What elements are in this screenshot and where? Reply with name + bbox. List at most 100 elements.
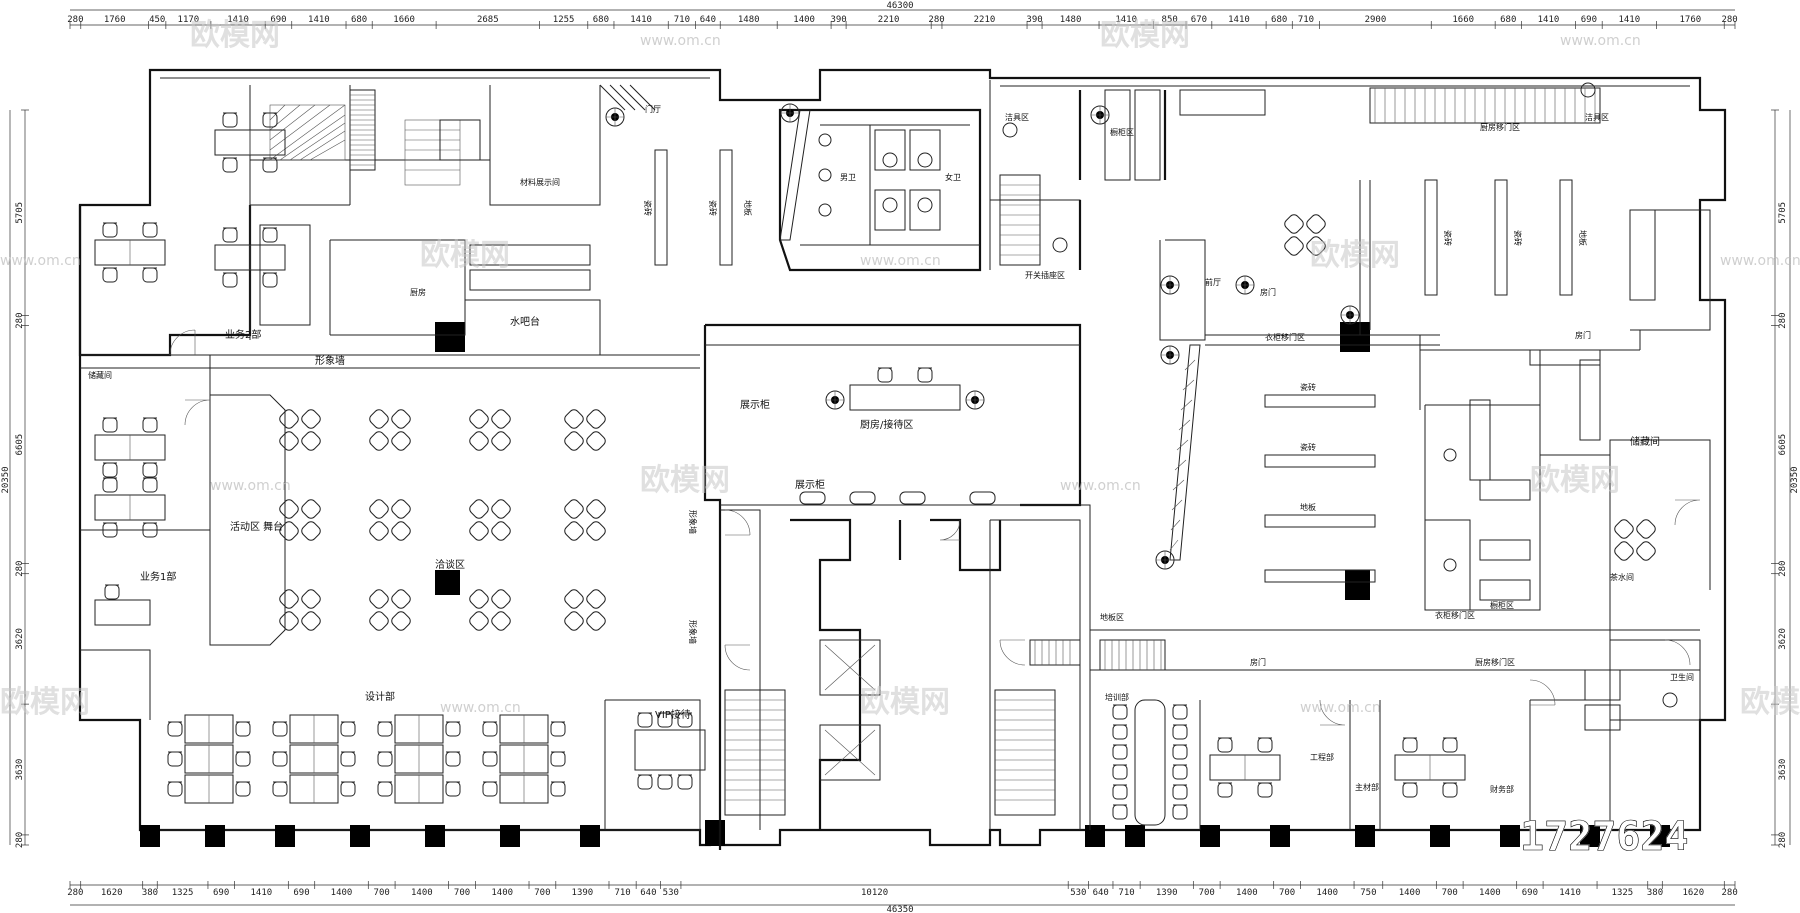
watermark-brand: 欧模网 [190,18,280,53]
dim-value: 690 [213,888,229,898]
plant-icon [1160,345,1180,365]
plant-icon [1155,550,1175,570]
chair [222,157,238,173]
label-finance: 财务部 [1490,784,1514,794]
chair [1172,804,1188,820]
plant-icon [965,390,985,410]
interior-walls [78,80,1711,850]
dim-value: 5705 [1778,202,1788,224]
label-exhibit-cabinet: 展示柜 [795,478,825,491]
dim-value: 680 [351,15,367,25]
dim-value: 1760 [1679,15,1701,25]
shelf-label: 瓷砖 [643,200,653,216]
dim-value: 690 [1522,888,1538,898]
plant-icon [780,103,800,123]
label-kitchen-door2: 厨房移门区 [1475,657,1515,667]
chair [1172,744,1188,760]
dim-value: 1255 [553,15,575,25]
label-image-wall-b: 形象墙 [688,620,698,644]
chair [377,721,393,737]
dim-value: 670 [1191,15,1207,25]
shelf-label: 地板 [743,200,753,216]
round-table-set [469,589,511,631]
watermark-id-outline: 1727624 [1520,814,1689,860]
dim-value: 1400 [793,15,815,25]
dim-value: 1410 [1228,15,1250,25]
chair [445,721,461,737]
label-cabinet-door: 橱柜区 [1110,127,1134,137]
chair [917,367,933,383]
label-tea: 茶水间 [1610,572,1634,582]
dim-value: 710 [674,15,690,25]
label-toilet-f: 女卫 [945,172,961,182]
dim-value: 280 [928,15,944,25]
dim-value: 710 [614,888,630,898]
dim-value: 1480 [738,15,760,25]
round-table-set [369,589,411,631]
desk-pair [214,244,286,271]
chair [445,781,461,797]
dim-value: 710 [1118,888,1134,898]
chair [377,751,393,767]
watermark-brand: 欧模网 [1100,18,1190,53]
label-closet: 衣柜移门区 [1265,332,1305,342]
round-table-set [469,409,511,451]
dim-value: 850 [1162,15,1178,25]
label-room-door: 房门 [1260,287,1276,297]
dim-value: 680 [1500,15,1516,25]
dim-value: 1410 [227,15,249,25]
chair [1442,782,1458,798]
label-wc: 卫生间 [1670,672,1694,682]
label-design: 设计部 [365,690,395,703]
watermark-brand: 欧模网 [1740,685,1800,720]
dim-value: 1480 [1060,15,1082,25]
chair [272,781,288,797]
chair [104,584,120,600]
structural-columns [140,322,1670,847]
dim-value: 700 [454,888,470,898]
dim-value: 1410 [1115,15,1137,25]
round-table-set [279,409,321,451]
dim-value: 280 [1778,832,1788,848]
round-table-set [369,409,411,451]
label-cleaning2: 洁具区 [1585,112,1609,122]
label-business1: 业务1部 [140,570,176,583]
dim-value: 2210 [878,15,900,25]
dim-value: 280 [15,832,25,848]
chair [1172,724,1188,740]
label-storage: 储藏间 [88,370,112,380]
single-desk [94,599,151,626]
chair [1257,737,1273,753]
watermark-brand: 欧模网 [0,685,90,720]
dim-value: 1620 [101,888,123,898]
desk-pair [94,239,166,266]
chair [637,774,653,790]
dim-value: 280 [67,888,83,898]
chair [1172,784,1188,800]
dim-value: 680 [593,15,609,25]
stairs [724,174,1056,816]
dim-value: 280 [1778,312,1788,328]
dim-value: 2900 [1365,15,1387,25]
chair [262,272,278,288]
display-racks [469,89,1656,666]
chair [445,751,461,767]
label-negotiation: 洽谈区 [435,558,465,571]
shelf-label: 瓷砖 [708,200,718,216]
chair [550,781,566,797]
label-cleaning: 洁具区 [1005,112,1029,122]
chair [167,781,183,797]
chair [482,781,498,797]
chair [1257,782,1273,798]
dim-value: 1400 [1479,888,1501,898]
chair [102,462,118,478]
label-porch: 门厅 [645,104,661,114]
desk-pair [1209,754,1281,781]
chair [142,267,158,283]
vip-table [634,729,706,771]
chair [102,417,118,433]
desk-cluster [184,714,234,804]
dim-value: 390 [830,15,846,25]
